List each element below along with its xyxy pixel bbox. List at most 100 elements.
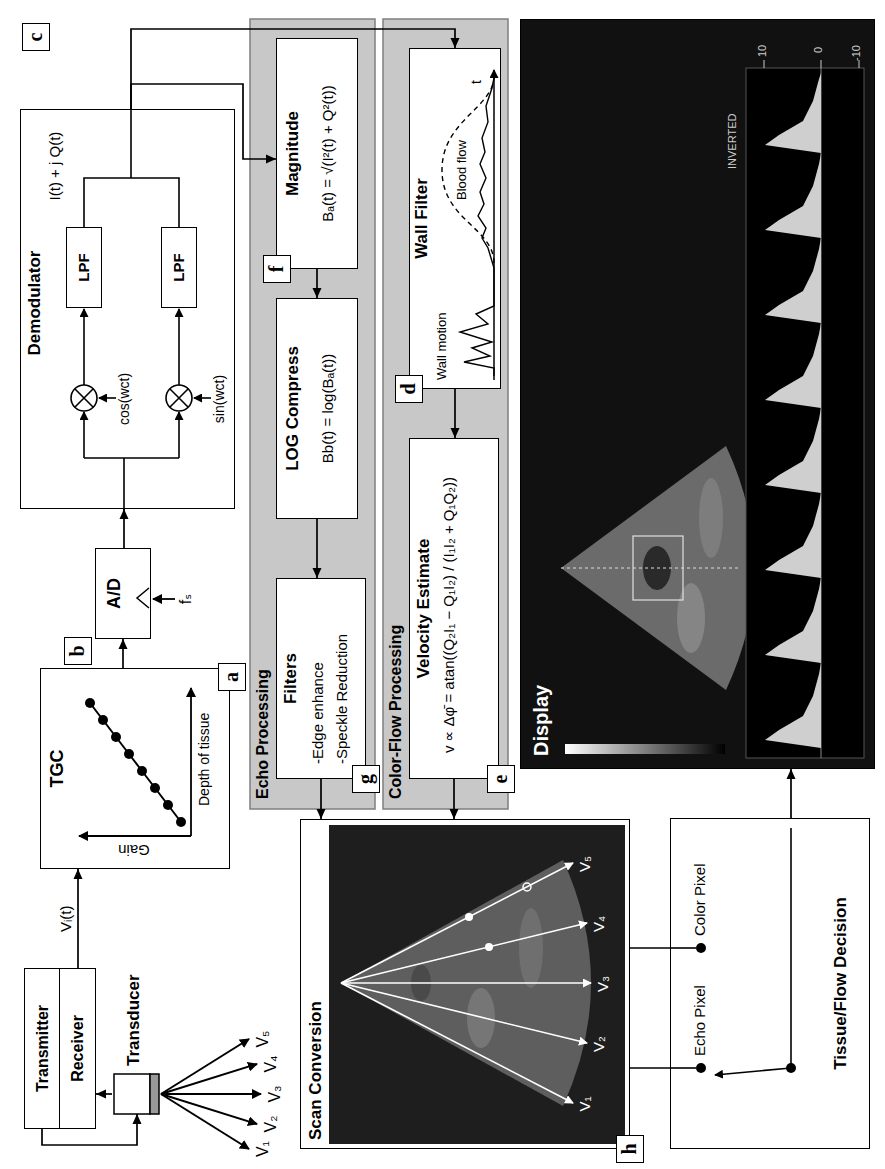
filters-box: Filters -Edge enhance -Speckle Reduction [276, 578, 366, 779]
callout-letter: g [352, 765, 380, 793]
scale-number: 0 [812, 47, 825, 53]
axis-label: Gain [108, 841, 160, 859]
wall-filter-box: Wall FilterWall motionBlood flow [409, 48, 501, 389]
box-title: LOG Compress [283, 299, 303, 518]
scan-line-label: V₄ [590, 914, 608, 934]
transducer: Transducer [112, 904, 162, 1114]
connector [451, 389, 460, 438]
list-item: -Edge enhance [309, 662, 327, 764]
connector [450, 779, 459, 819]
switch-input: Color Pixel [691, 863, 709, 936]
magnitude-box: Magnitude Bₐ(t) = √(I²(t) + Q²(t)) [276, 38, 358, 269]
callout-letter: f [263, 255, 291, 283]
clock-label: fₛ [176, 587, 195, 611]
arrowhead [133, 1114, 142, 1124]
box-title: Magnitude [283, 39, 303, 268]
signal-label: I(t) + j Q(t) [46, 113, 64, 219]
lpf-box: LPF [66, 227, 102, 308]
beam-label: V₁ [253, 1139, 272, 1159]
node-label: Color-Flow Processing [386, 625, 405, 799]
carrier-label: cos(wct) [116, 354, 133, 444]
connector [630, 948, 670, 949]
connector [313, 519, 322, 578]
panel-ground [383, 19, 508, 809]
scan-line-label: V₂ [590, 1034, 608, 1054]
connector [787, 769, 796, 818]
display-screenshot [521, 21, 873, 768]
connector [119, 639, 128, 668]
node-label: LPF [75, 228, 93, 307]
callout-letter: h [616, 1135, 644, 1163]
formula: v ∝ Δφ̄ = atan((Q₂I₁ − Q₁I₂) / (I₁I₂ + Q… [440, 460, 458, 770]
node-label: Receiver [68, 969, 87, 1128]
box-title: Tissue/Flow Decision [831, 819, 851, 1148]
node-label: Demodulator [25, 238, 45, 368]
arrowhead [266, 155, 276, 164]
formula: Bb(t) = log(Bₐ(t)) [319, 299, 337, 518]
scan-line-label: V₅ [576, 854, 594, 874]
arrowhead [451, 428, 460, 438]
axis-label: Depth of tissue [196, 713, 213, 806]
edge-label: Vᵢ(t) [57, 903, 75, 934]
scale-number: 10 [756, 45, 769, 57]
node-label: Display [529, 685, 553, 756]
formula: Bₐ(t) = √(I²(t) + Q²(t)) [319, 39, 337, 268]
arrowhead [74, 869, 83, 879]
beam-label: V₃ [265, 1084, 284, 1104]
node-label: A/D [104, 549, 126, 638]
panel-ground [250, 19, 375, 809]
connector [313, 269, 322, 298]
carrier-label: sin(wct) [211, 354, 228, 444]
callout-letter: e [487, 765, 515, 793]
screen-text: INVERTED [726, 114, 739, 169]
echo-processing-panel: Echo Processing Magnitude Bₐ(t) = √(I²(t) … [250, 19, 375, 809]
callout-letter: d [395, 375, 423, 403]
beam-label: V₅ [253, 1029, 272, 1049]
clock-arrow [153, 598, 175, 600]
connector [630, 1068, 670, 1069]
ultrasound-beams [161, 1039, 261, 1149]
callout-letter: b [64, 637, 92, 665]
connector-line [630, 1067, 670, 1069]
list-item: -Speckle Reduction [333, 634, 351, 764]
color-flow-panel: Color-Flow Processing Wall FilterWall mo… [383, 19, 508, 809]
scale-number: -10 [850, 45, 863, 61]
arrowhead [313, 568, 322, 578]
beam-label: V₄ [261, 1054, 280, 1074]
connector-line [77, 869, 79, 968]
node-label: Echo Processing [253, 669, 272, 799]
arrowhead [450, 809, 459, 819]
transmitter-box: Transmitter [24, 968, 60, 1129]
curve-label: Blood flow [454, 140, 470, 200]
arrowhead [317, 809, 326, 819]
node-label: Transmitter [33, 969, 52, 1128]
box-title: TGC [47, 669, 69, 868]
connector [317, 779, 326, 819]
node-label: Transducer [124, 974, 144, 1066]
scan-line-label: V₁ [576, 1094, 594, 1114]
node-label: Scan Conversion [306, 1001, 326, 1140]
beam-label: V₂ [261, 1114, 280, 1134]
display-panel: Display [520, 19, 875, 769]
callout-letter: a [218, 663, 246, 691]
node-label: LPF [170, 228, 188, 307]
log-compress-box: LOG Compress Bb(t) = log(Bₐ(t)) [276, 298, 358, 519]
arrowhead [451, 38, 460, 48]
receiver-box: Receiver [59, 968, 96, 1129]
arrowhead [787, 769, 796, 779]
callout-letter: c [22, 23, 50, 51]
box-title: Filters [281, 579, 301, 778]
box-title: Velocity Estimate [414, 439, 434, 778]
connector [120, 509, 129, 548]
switch-input: Echo Pixel [691, 985, 709, 1056]
axis-label: t [468, 80, 485, 84]
tissue-flow-decision-box: Tissue/Flow DecisionEcho Pixel Color Pixe… [670, 818, 870, 1149]
tgc-box: TGC Gain Depth of tissue [40, 668, 230, 869]
curve-label: Wall motion [434, 313, 450, 380]
arrowhead [313, 288, 322, 298]
connector-line [630, 947, 670, 949]
lpf-box: LPF [161, 227, 197, 308]
velocity-estimate-box: Velocity Estimate v ∝ Δφ̄ = atan((Q₂I₁ − … [409, 438, 499, 779]
arrowhead [96, 1090, 106, 1099]
